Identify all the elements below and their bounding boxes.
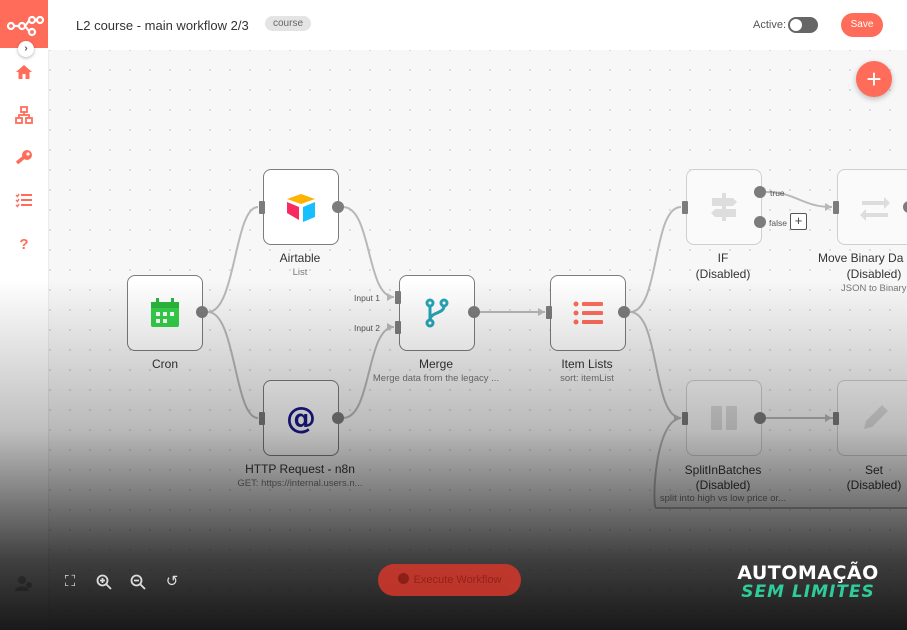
arrows-swap-icon (860, 197, 890, 221)
executions-icon[interactable] (14, 190, 34, 210)
movebinary-input-handle[interactable] (833, 201, 839, 214)
airtable-output-handle[interactable] (332, 201, 344, 213)
node-merge-subtitle: Merge data from the legacy ... (372, 373, 500, 384)
node-merge[interactable] (399, 275, 475, 351)
merge-input2-handle[interactable] (395, 321, 401, 334)
credentials-icon[interactable] (14, 148, 34, 168)
watermark-line2: SEM LIMITES (741, 582, 875, 602)
svg-text:@: @ (286, 401, 316, 435)
node-split-title: SplitInBatches (684, 463, 762, 477)
split-output-handle[interactable] (754, 412, 766, 424)
node-http-title: HTTP Request - n8n (245, 462, 355, 476)
workflow-tag[interactable]: course (265, 16, 312, 31)
workflow-title[interactable]: L2 course - main workflow 2/3 (76, 18, 249, 33)
user-icon[interactable] (14, 573, 34, 593)
if-true-label: true (770, 188, 785, 198)
node-if-title: IF (717, 251, 729, 265)
zoom-out-icon[interactable] (126, 570, 150, 594)
node-split-subtitle: split into high vs low price or... (659, 493, 787, 504)
set-input-handle[interactable] (833, 412, 839, 425)
if-false-output-handle[interactable] (754, 216, 766, 228)
home-icon[interactable] (14, 62, 34, 82)
zoom-in-icon[interactable] (92, 570, 116, 594)
node-item-lists[interactable] (550, 275, 626, 351)
node-set[interactable] (837, 380, 907, 456)
svg-text:?: ? (19, 236, 28, 253)
merge-input1-label: Input 1 (354, 293, 380, 303)
airtable-input-handle[interactable] (259, 201, 265, 214)
watermark-logo: AUTOMAÇÃO SEM LIMITES (728, 562, 888, 602)
calendar-icon (151, 298, 179, 327)
execute-workflow-button[interactable]: Execute Workflow (378, 564, 521, 596)
node-airtable-subtitle: List (292, 267, 308, 278)
active-toggle[interactable] (788, 17, 818, 33)
add-false-branch-button[interactable]: + (790, 213, 807, 230)
itemlists-input-handle[interactable] (546, 306, 552, 319)
help-icon[interactable]: ? (14, 233, 34, 253)
if-input-handle[interactable] (682, 201, 688, 214)
sidebar: › ? (0, 0, 49, 630)
pen-icon (864, 405, 888, 429)
expand-sidebar-button[interactable]: › (18, 41, 34, 57)
node-movebinary-subtitle: JSON to Binary (841, 283, 907, 294)
add-node-button[interactable]: + (856, 61, 892, 97)
node-set-title: Set (864, 463, 883, 477)
execute-workflow-label: Execute Workflow (413, 574, 502, 586)
node-set-status: (Disabled) (846, 478, 902, 492)
reset-zoom-icon[interactable]: ↺ (165, 573, 179, 590)
merge-branch-icon (425, 298, 449, 328)
node-http-subtitle: GET: https://internal.users.n... (237, 478, 363, 489)
node-airtable-title: Airtable (279, 251, 321, 265)
node-movebinary-title: Move Binary Da (818, 251, 904, 265)
play-icon (397, 573, 409, 584)
split-input-handle[interactable] (682, 412, 688, 425)
workflows-icon[interactable] (14, 105, 34, 125)
signpost-icon (711, 193, 737, 221)
node-if-status: (Disabled) (695, 267, 751, 281)
http-input-handle[interactable] (259, 412, 265, 425)
node-movebinary-status: (Disabled) (846, 267, 902, 281)
node-merge-title: Merge (418, 357, 453, 371)
watermark-line1: AUTOMAÇÃO (737, 562, 879, 584)
node-cron[interactable] (127, 275, 203, 351)
node-http-request[interactable]: @ (263, 380, 339, 456)
if-true-output-handle[interactable] (754, 186, 766, 198)
node-move-binary-data[interactable] (837, 169, 907, 245)
node-if[interactable] (686, 169, 762, 245)
airtable-icon (287, 194, 315, 222)
node-itemlists-title: Item Lists (561, 357, 613, 371)
node-airtable[interactable] (263, 169, 339, 245)
fit-view-icon[interactable]: ⛶ (64, 573, 76, 590)
merge-input1-handle[interactable] (395, 291, 401, 304)
node-split-status: (Disabled) (695, 478, 751, 492)
node-split-in-batches[interactable] (686, 380, 762, 456)
batches-icon (711, 406, 737, 430)
header-bar: L2 course - main workflow 2/3 course Act… (48, 0, 907, 50)
node-itemlists-subtitle: sort: itemList (560, 373, 614, 384)
active-label: Active: (753, 19, 787, 31)
save-button[interactable]: Save (841, 13, 883, 37)
http-output-handle[interactable] (332, 412, 344, 424)
cron-output-handle[interactable] (196, 306, 208, 318)
merge-input2-label: Input 2 (354, 323, 380, 333)
at-sign-icon: @ (286, 401, 316, 435)
merge-output-handle[interactable] (468, 306, 480, 318)
list-icon (573, 301, 603, 325)
if-false-label: false (769, 218, 787, 228)
node-cron-title: Cron (151, 357, 178, 371)
itemlists-output-handle[interactable] (618, 306, 630, 318)
